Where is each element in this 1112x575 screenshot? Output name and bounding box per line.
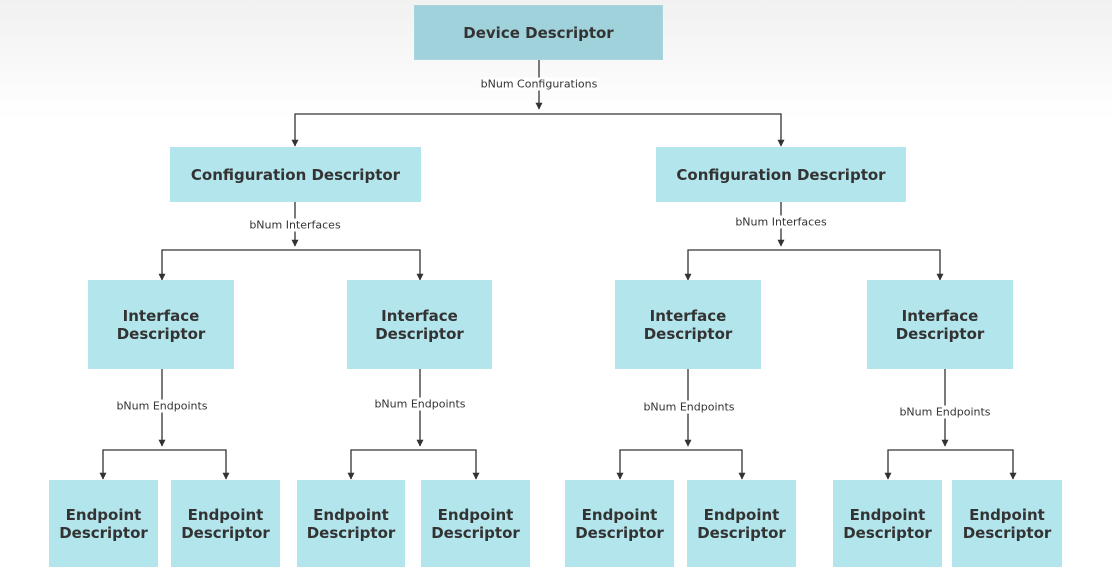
connector-interface-1-to-endpoint-1: [99, 449, 162, 480]
interface-descriptor-node-1: Interface Descriptor: [88, 280, 234, 369]
configuration-descriptor-node-2: Configuration Descriptor: [656, 147, 906, 202]
endpoint-descriptor-node-4: Endpoint Descriptor: [421, 480, 530, 567]
connector-device-to-config-2: [539, 113, 785, 147]
connector-interface-1-to-endpoint-2: [162, 449, 230, 480]
connector-interface-3-to-endpoint-6: [688, 449, 746, 480]
interface-descriptor-node-3: Interface Descriptor: [615, 280, 761, 369]
edge-label-bnum-endpoints-2: bNum Endpoints: [373, 397, 467, 411]
endpoint-descriptor-node-3: Endpoint Descriptor: [297, 480, 405, 567]
connector-config-1-to-interface-1: [158, 249, 295, 281]
connector-config-2-to-interface-3: [684, 249, 781, 281]
endpoint-descriptor-node-2: Endpoint Descriptor: [171, 480, 280, 567]
connector-interface-4-to-endpoint-8: [945, 449, 1017, 480]
configuration-descriptor-node-1: Configuration Descriptor: [170, 147, 421, 202]
edge-label-bnum-interfaces-2: bNum Interfaces: [734, 215, 828, 229]
edge-label-bnum-interfaces-1: bNum Interfaces: [248, 218, 342, 232]
edge-label-bnum-endpoints-4: bNum Endpoints: [898, 405, 992, 419]
endpoint-descriptor-node-6: Endpoint Descriptor: [687, 480, 796, 567]
edge-label-bnum-configurations: bNum Configurations: [479, 77, 599, 91]
edge-label-bnum-endpoints-1: bNum Endpoints: [115, 399, 209, 413]
device-descriptor-node: Device Descriptor: [414, 5, 663, 60]
endpoint-descriptor-node-8: Endpoint Descriptor: [952, 480, 1062, 567]
edge-label-bnum-endpoints-3: bNum Endpoints: [642, 400, 736, 414]
connector-interface-3-to-endpoint-5: [616, 449, 688, 480]
connector-interface-2-to-endpoint-4: [420, 449, 480, 480]
connector-interface-2-to-endpoint-3: [347, 449, 420, 480]
connector-interface-4-to-endpoint-7: [884, 449, 945, 480]
endpoint-descriptor-node-5: Endpoint Descriptor: [565, 480, 674, 567]
interface-descriptor-node-2: Interface Descriptor: [347, 280, 492, 369]
connector-config-1-to-interface-2: [295, 249, 424, 281]
connector-config-2-to-interface-4: [781, 249, 944, 281]
connector-device-to-config-1: [291, 113, 539, 147]
interface-descriptor-node-4: Interface Descriptor: [867, 280, 1013, 369]
endpoint-descriptor-node-1: Endpoint Descriptor: [49, 480, 158, 567]
endpoint-descriptor-node-7: Endpoint Descriptor: [833, 480, 942, 567]
